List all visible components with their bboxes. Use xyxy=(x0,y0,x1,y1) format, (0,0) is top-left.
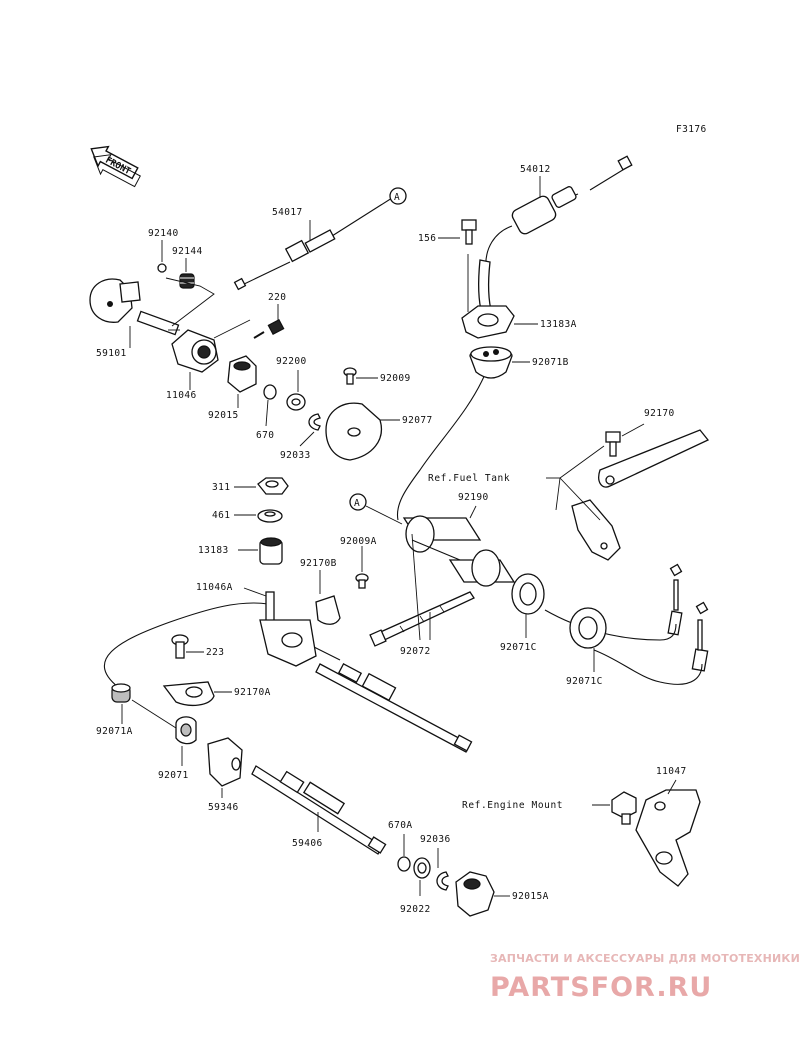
label-92071c-2: 92071C xyxy=(566,676,603,687)
part-92015-nut[interactable] xyxy=(227,355,257,393)
part-11047-bracket[interactable] xyxy=(635,789,701,887)
part-92009-screw[interactable] xyxy=(343,367,357,385)
label-92071b: 92071B xyxy=(532,357,569,368)
label-92071c-1: 92071C xyxy=(500,642,537,653)
watermark: ЗАПЧАСТИ И АКСЕССУАРЫ ДЛЯ МОТОТЕХНИКИ PA… xyxy=(490,952,800,1003)
figure-code: F3176 xyxy=(676,124,707,135)
ref-fuel-tank: Ref.Fuel Tank xyxy=(428,473,510,484)
watermark-tagline: ЗАПЧАСТИ И АКСЕССУАРЫ ДЛЯ МОТОТЕХНИКИ xyxy=(490,952,800,965)
label-670: 670 xyxy=(256,430,274,441)
label-461: 461 xyxy=(212,510,230,521)
engine-mount-bolt xyxy=(611,791,637,825)
cable-end-fittings-right xyxy=(659,563,709,685)
part-13183a-plate[interactable] xyxy=(461,305,515,339)
label-92022: 92022 xyxy=(400,904,431,915)
label-92170a: 92170A xyxy=(234,687,271,698)
part-92190-tube[interactable] xyxy=(402,515,516,587)
label-92170: 92170 xyxy=(644,408,675,419)
part-54012-choke-cable[interactable] xyxy=(478,155,633,315)
label-92015a: 92015A xyxy=(512,891,549,902)
label-54012: 54012 xyxy=(520,164,551,175)
part-92022-washer[interactable] xyxy=(413,857,431,879)
label-311: 311 xyxy=(212,482,230,493)
part-92036-clip[interactable] xyxy=(436,871,449,891)
label-92072: 92072 xyxy=(400,646,431,657)
part-461-washer[interactable] xyxy=(257,509,283,523)
part-156-bolt-lower[interactable] xyxy=(605,431,621,457)
callout-a-top-label: A xyxy=(394,192,400,203)
label-92200: 92200 xyxy=(276,356,307,367)
label-92190: 92190 xyxy=(458,492,489,503)
part-92033-clip[interactable] xyxy=(308,413,321,431)
part-92009a-screw[interactable] xyxy=(355,573,369,589)
part-670a-ring[interactable] xyxy=(397,856,411,872)
part-92015a-nut[interactable] xyxy=(455,871,495,917)
part-13183-collar[interactable] xyxy=(259,537,283,565)
part-92140-ball[interactable] xyxy=(157,263,167,273)
label-59346: 59346 xyxy=(208,802,239,813)
label-92071a: 92071A xyxy=(96,726,133,737)
callout-a-top xyxy=(389,187,407,205)
part-92144-spring[interactable] xyxy=(179,273,195,289)
callout-a-lower xyxy=(349,493,367,511)
part-54017-cable[interactable] xyxy=(233,229,336,291)
callout-a-lower-label: A xyxy=(354,498,360,509)
part-92170a-clamp[interactable] xyxy=(162,681,215,707)
watermark-brand: PARTSFOR.RU xyxy=(490,972,712,1003)
label-156: 156 xyxy=(418,233,436,244)
label-11046: 11046 xyxy=(166,390,197,401)
label-223: 223 xyxy=(206,647,224,658)
part-92071-grommet[interactable] xyxy=(175,716,197,745)
label-13183: 13183 xyxy=(198,545,229,556)
label-92033: 92033 xyxy=(280,450,311,461)
label-92071: 92071 xyxy=(158,770,189,781)
label-59101: 59101 xyxy=(96,348,127,359)
part-670-ring[interactable] xyxy=(263,384,277,400)
front-direction-arrow: FRONT xyxy=(90,145,141,188)
label-92170b: 92170B xyxy=(300,558,337,569)
part-11046a-bracket[interactable] xyxy=(259,591,317,667)
label-92036: 92036 xyxy=(420,834,451,845)
part-59406-cable[interactable] xyxy=(251,765,387,855)
part-92170-strap[interactable] xyxy=(598,429,710,488)
label-220: 220 xyxy=(268,292,286,303)
part-59101-lever[interactable] xyxy=(89,278,180,336)
label-11046a: 11046A xyxy=(196,582,233,593)
part-11046-housing[interactable] xyxy=(171,329,219,373)
part-92077-cover[interactable] xyxy=(325,402,382,461)
ref-engine-mount: Ref.Engine Mount xyxy=(462,800,563,811)
label-59406: 59406 xyxy=(292,838,323,849)
part-92200-washer[interactable] xyxy=(286,393,306,411)
part-92071c-grommet-lower[interactable] xyxy=(569,607,607,649)
label-92009a: 92009A xyxy=(340,536,377,547)
part-92072-cable-tie[interactable] xyxy=(369,591,475,647)
label-92144: 92144 xyxy=(172,246,203,257)
label-92077: 92077 xyxy=(402,415,433,426)
label-92140: 92140 xyxy=(148,228,179,239)
label-13183a: 13183A xyxy=(540,319,577,330)
label-54017: 54017 xyxy=(272,207,303,218)
part-156-bolt[interactable] xyxy=(461,219,477,245)
part-59346-block[interactable] xyxy=(207,737,243,787)
label-92009: 92009 xyxy=(380,373,411,384)
label-11047: 11047 xyxy=(656,766,687,777)
label-670a: 670A xyxy=(388,820,412,831)
part-92071a-grommet[interactable] xyxy=(111,683,131,703)
part-92071b-grommet[interactable] xyxy=(469,346,513,379)
label-92015: 92015 xyxy=(208,410,239,421)
part-92071c-grommet-upper[interactable] xyxy=(511,573,545,615)
part-92170b-clamp[interactable] xyxy=(315,595,341,625)
fuel-tank-bracket xyxy=(571,499,621,561)
part-223-bolt[interactable] xyxy=(171,634,189,659)
part-220-bolt[interactable] xyxy=(253,318,285,339)
throttle-cable-body xyxy=(315,663,473,753)
part-311-nut[interactable] xyxy=(257,477,289,495)
